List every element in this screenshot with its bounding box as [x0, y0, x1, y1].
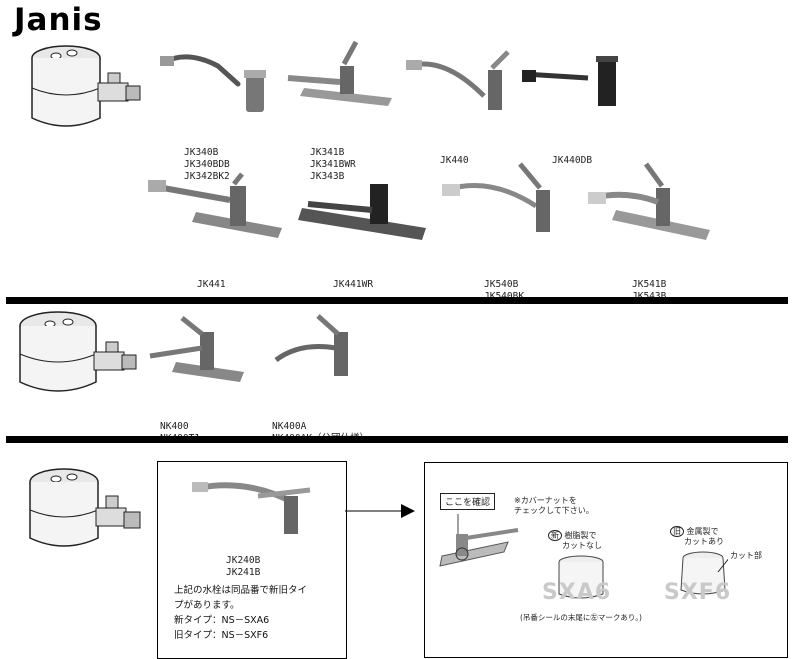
arrow-right-icon [345, 504, 415, 518]
model-label-jk440: JK440 [440, 155, 469, 166]
type-note: 上記の水栓は同品番で新旧タイ プがあります。 新タイプ：NS－SXA6 旧タイプ… [174, 583, 342, 643]
model-label-nk400a: NK400ANK400AK（公団仕様） [272, 421, 369, 444]
type-note-line: 旧タイプ：NS－SXF6 [174, 630, 269, 641]
model-label-jk441wr: JK441WR [333, 279, 374, 290]
faucet-image-jk540b [442, 162, 550, 232]
section-divider [6, 297, 788, 304]
faucet-image-jk541b [588, 162, 710, 240]
model-label-jk541b: JK541BJK543B [632, 279, 667, 302]
model-label-jk441: JK441 [197, 279, 226, 290]
check-here-label: ここを確認 [440, 493, 496, 510]
adapter-image-2 [19, 311, 137, 392]
faucet-image-nk400 [149, 316, 244, 382]
adapter-image-1 [31, 45, 141, 127]
cover-nut-note: ※カバーナットを チェックして下さい。 [514, 496, 594, 515]
model-label-jk440db: JK440DB [552, 155, 593, 166]
old-badge: 旧 [670, 526, 684, 537]
part-number-sxa6: SXA6 [542, 580, 612, 605]
brand-logo: Janis [14, 2, 103, 38]
part-number-sxf6: SXF6 [664, 580, 732, 605]
faucet-image-jk441wr [298, 184, 426, 240]
faucet-image-jk341b [287, 40, 392, 106]
faucet-image-jk440 [406, 50, 510, 110]
old-type-desc: 旧 金属製で カットあり [670, 526, 724, 547]
type-note-line: プがあります。 [174, 600, 240, 611]
section-divider [6, 436, 788, 443]
nut-image-sxa6 [558, 555, 604, 599]
type-note-line: 新タイプ：NS－SXA6 [174, 615, 270, 626]
adapter-image-3 [29, 468, 141, 547]
new-type-desc: 新 樹脂製で カットなし [548, 530, 602, 551]
model-label-nk400: NK400NK400T1 [160, 421, 200, 444]
new-badge: 新 [548, 530, 562, 541]
faucet-image-jk240b [192, 482, 311, 534]
nut-image-sxf6 [680, 551, 728, 595]
faucet-image-jk340b [160, 54, 266, 112]
sticker-footnote: (吊番シールの末尾に㊧マークあり。) [520, 613, 642, 622]
faucet-image-nk400a [274, 314, 348, 376]
type-note-line: 上記の水栓は同品番で新旧タイ [174, 585, 308, 596]
model-box-jk240b [157, 461, 347, 659]
model-label-jk540b: JK540BJK540BK [484, 279, 524, 302]
cut-part-label: カット部 [730, 551, 762, 560]
faucet-detail-image [439, 514, 519, 567]
faucet-image-jk440db [522, 56, 618, 106]
faucet-image-jk441 [148, 172, 282, 238]
